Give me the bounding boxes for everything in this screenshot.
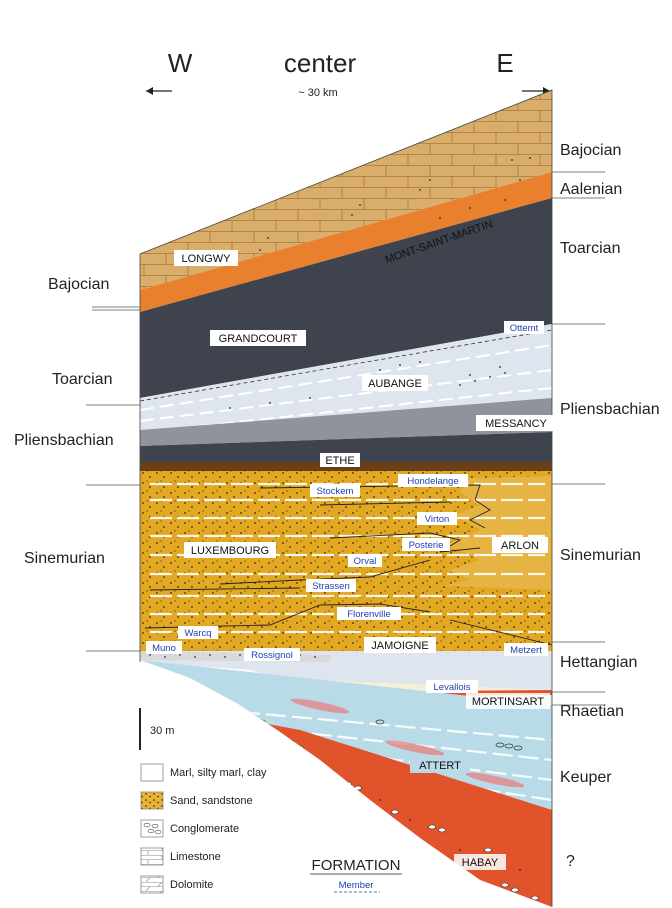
- formation-ethe: ETHE: [325, 455, 354, 467]
- formation-jamoigne: JAMOIGNE: [371, 640, 428, 652]
- member-rossignol: Rossignol: [251, 650, 293, 661]
- key-member: Member: [339, 880, 374, 891]
- member-strassen: Strassen: [312, 581, 350, 592]
- formation-arlon: ARLON: [501, 540, 539, 552]
- stage-left-toarcian: Toarcian: [52, 371, 112, 388]
- stage-left-pliensbachian: Pliensbachian: [14, 432, 114, 449]
- stage-right-aalenian: Aalenian: [560, 181, 622, 198]
- distance-label: ~ 30 km: [298, 87, 337, 99]
- legend-dolomite-swatch: [140, 875, 164, 894]
- member-virton: Virton: [425, 514, 450, 525]
- legend-conglomerate-label: Conglomerate: [170, 823, 239, 835]
- layer-longwy: [140, 90, 552, 290]
- stage-right-unknown: ?: [566, 853, 575, 870]
- scale-label: 30 m: [150, 725, 174, 737]
- member-florenville: Florenville: [347, 609, 390, 620]
- stage-left-sinemurian: Sinemurian: [24, 550, 105, 567]
- stage-right-bajocian: Bajocian: [560, 142, 621, 159]
- legend-sand-label: Sand, sandstone: [170, 795, 253, 807]
- member-hondelange: Hondelange: [407, 476, 458, 487]
- formation-mortinsart: MORTINSART: [472, 696, 545, 708]
- stage-right-pliensbachian: Pliensbachian: [560, 401, 660, 418]
- stage-right-keuper: Keuper: [560, 769, 612, 786]
- legend-marl-swatch: [140, 763, 164, 782]
- member-posterie: Posterie: [409, 540, 444, 551]
- member-metzert: Metzert: [510, 645, 542, 656]
- legend: Marl, silty marl, clay Sand, sandstone C…: [140, 763, 267, 894]
- layer-mont-saint-martin: [140, 172, 552, 312]
- legend-dolomite-label: Dolomite: [170, 879, 213, 891]
- center-label: center: [284, 48, 357, 78]
- member-ottemt: Ottemt: [510, 323, 539, 334]
- layer-grandcourt: [140, 198, 552, 398]
- label-key: FORMATION Member: [310, 857, 402, 893]
- formation-luxembourg: LUXEMBOURG: [191, 545, 269, 557]
- stage-boundaries: [86, 171, 605, 706]
- formation-grandcourt: GRANDCOURT: [219, 333, 298, 345]
- stage-right-sinemurian: Sinemurian: [560, 547, 641, 564]
- formation-habay: HABAY: [462, 857, 499, 869]
- east-label: E: [496, 48, 513, 78]
- member-labels: Ottemt Hondelange Stockem Virton Posteri…: [146, 321, 548, 693]
- formation-aubange: AUBANGE: [368, 378, 422, 390]
- member-levallois: Levallois: [434, 682, 471, 693]
- stage-right-toarcian: Toarcian: [560, 240, 620, 257]
- legend-limestone-label: Limestone: [170, 851, 221, 863]
- layer-habay: [140, 700, 552, 907]
- layer-messancy: [140, 398, 552, 446]
- stage-right-rhaetian: Rhaetian: [560, 703, 624, 720]
- formation-attert: ATTERT: [419, 760, 461, 772]
- legend-marl-label: Marl, silty marl, clay: [170, 767, 267, 779]
- formation-messancy: MESSANCY: [485, 418, 547, 430]
- member-stockem: Stockem: [317, 486, 354, 497]
- scale-bar: 30 m: [139, 708, 174, 750]
- member-orval: Orval: [354, 556, 377, 567]
- key-formation: FORMATION: [312, 857, 401, 874]
- member-muno: Muno: [152, 643, 176, 654]
- member-warcq: Warcq: [184, 628, 211, 639]
- legend-sand-swatch: [140, 791, 164, 810]
- legend-conglomerate-swatch: [140, 819, 164, 838]
- stage-right-hettangian: Hettangian: [560, 654, 637, 671]
- west-label: W: [168, 48, 193, 78]
- west-arrow-icon: [146, 87, 172, 95]
- legend-limestone-swatch: [140, 847, 164, 866]
- layer-arlon: [440, 476, 552, 590]
- section-body: [140, 90, 552, 907]
- stage-left-bajocian: Bajocian: [48, 276, 109, 293]
- formation-longwy: LONGWY: [182, 253, 232, 265]
